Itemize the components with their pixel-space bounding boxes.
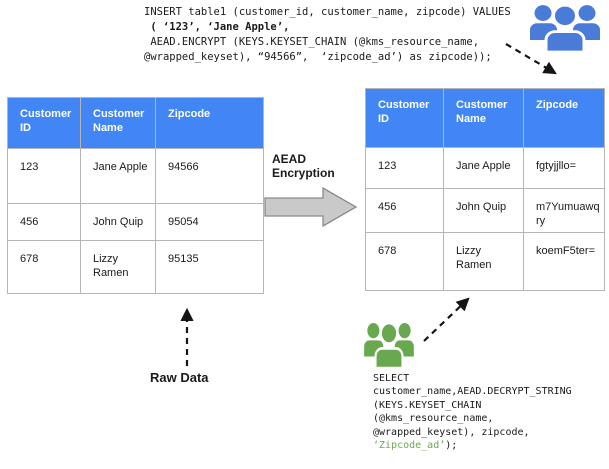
- code-line: AEAD.ENCRYPT (KEYS.KEYSET_CHAIN (@kms_re…: [144, 36, 480, 48]
- code-line-highlighted: ‘Zipcode_ad’);: [373, 439, 572, 452]
- table-header-cell: Zipcode: [155, 97, 264, 149]
- table-header-row: Customer ID Customer Name Zipcode: [7, 97, 264, 149]
- aead-encryption-label-line2: Encryption: [272, 166, 335, 180]
- code-line: @wrapped_keyset), “94566”, ‘zipcode_ad’)…: [144, 51, 492, 63]
- code-line: INSERT table1 (customer_id, customer_nam…: [144, 6, 511, 18]
- table-cell: John Quip: [80, 203, 156, 241]
- table-row: 456 John Quip m7Yumuawqry: [365, 188, 605, 233]
- table-row: 456 John Quip 95054: [7, 203, 264, 241]
- code-line: (@kms_resource_name,: [373, 413, 494, 425]
- users-group-icon: [364, 321, 414, 369]
- table-row: 123 Jane Apple 94566: [7, 148, 264, 204]
- table-header-cell: Customer Name: [443, 88, 524, 148]
- table-row: 678 Lizzy Ramen 95135: [7, 240, 264, 294]
- code-line: @wrapped_keyset), zipcode,: [373, 426, 530, 438]
- table-cell: Jane Apple: [80, 148, 156, 204]
- table-header-cell: Customer ID: [7, 97, 81, 149]
- table-cell: 456: [7, 203, 81, 241]
- table-cell: 95054: [155, 203, 264, 241]
- table-cell: 678: [365, 232, 444, 291]
- raw-data-label: Raw Data: [150, 370, 209, 385]
- table-cell: John Quip: [443, 188, 524, 233]
- table-header-row: Customer ID Customer Name Zipcode: [365, 88, 605, 148]
- code-suffix: );: [445, 440, 458, 452]
- table-cell: Lizzy Ramen: [80, 240, 156, 294]
- dashed-arrow-select-to-encrypted-table: [423, 297, 470, 342]
- table-row: 123 Jane Apple fgtyjjllo=: [365, 147, 605, 189]
- table-header-cell: Customer Name: [80, 97, 156, 149]
- table-header-cell: Zipcode: [523, 88, 605, 148]
- aead-encryption-label-line1: AEAD: [272, 152, 307, 166]
- table-cell: Jane Apple: [443, 147, 524, 189]
- table-cell-encrypted: fgtyjjllo=: [523, 147, 605, 189]
- table-cell: 95135: [155, 240, 264, 294]
- table-header-cell: Customer ID: [365, 88, 444, 148]
- encrypted-data-table: Customer ID Customer Name Zipcode 123 Ja…: [365, 88, 605, 291]
- table-cell: 123: [365, 147, 444, 189]
- table-cell: 123: [7, 148, 81, 204]
- code-line: SELECT: [373, 373, 410, 384]
- code-line: customer_name,AEAD.DECRYPT_STRING: [373, 386, 572, 398]
- select-query-code: SELECT customer_name,AEAD.DECRYPT_STRING…: [373, 372, 572, 452]
- code-line: ( ‘123’, ‘Jane Apple’,: [144, 21, 290, 33]
- table-row: 678 Lizzy Ramen koemF5ter=: [365, 232, 605, 291]
- zipcode-ad-highlight: ‘Zipcode_ad’: [373, 440, 446, 452]
- insert-query-code: INSERT table1 (customer_id, customer_nam…: [144, 5, 511, 65]
- block-arrow-right: [264, 186, 358, 228]
- table-cell: Lizzy Ramen: [443, 232, 524, 291]
- code-line: (KEYS.KEYSET_CHAIN: [373, 399, 482, 411]
- table-cell: 94566: [155, 148, 264, 204]
- aead-encryption-label: AEAD Encryption: [272, 152, 335, 180]
- table-cell: 456: [365, 188, 444, 233]
- users-group-icon: [530, 3, 600, 53]
- table-cell-encrypted: koemF5ter=: [523, 232, 605, 291]
- table-cell-encrypted: m7Yumuawqry: [523, 188, 605, 233]
- raw-data-table: Customer ID Customer Name Zipcode 123 Ja…: [7, 97, 264, 294]
- table-cell: 678: [7, 240, 81, 294]
